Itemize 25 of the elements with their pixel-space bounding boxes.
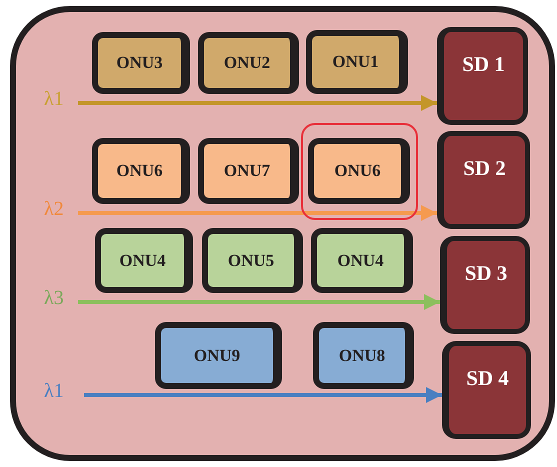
onu-box: ONU7 bbox=[198, 138, 299, 204]
container-box bbox=[10, 6, 555, 461]
wavelength-label: λ2 bbox=[44, 199, 78, 219]
highlight-box bbox=[301, 123, 418, 220]
onu-box: ONU1 bbox=[306, 30, 408, 94]
onu-box: ONU8 bbox=[313, 322, 414, 389]
sd-box: SD 4 bbox=[442, 341, 531, 439]
onu-box: ONU4 bbox=[311, 228, 413, 293]
sd-box: SD 1 bbox=[437, 27, 528, 125]
arrow bbox=[84, 387, 442, 403]
onu-box: ONU6 bbox=[308, 138, 410, 204]
onu-box: ONU4 bbox=[95, 228, 193, 293]
wavelength-label: λ1 bbox=[44, 381, 84, 401]
onu-box: ONU2 bbox=[198, 32, 299, 94]
onu-box: ONU3 bbox=[92, 32, 190, 94]
onu-box: ONU5 bbox=[202, 228, 303, 293]
onu-box: ONU6 bbox=[92, 138, 190, 204]
arrow bbox=[78, 294, 440, 310]
arrow bbox=[78, 95, 437, 111]
sd-box: SD 2 bbox=[437, 131, 530, 229]
arrow bbox=[78, 205, 437, 221]
wavelength-label: λ1 bbox=[44, 89, 78, 109]
wavelength-label: λ3 bbox=[44, 288, 78, 308]
onu-box: ONU9 bbox=[155, 322, 282, 389]
sd-box: SD 3 bbox=[440, 236, 530, 334]
